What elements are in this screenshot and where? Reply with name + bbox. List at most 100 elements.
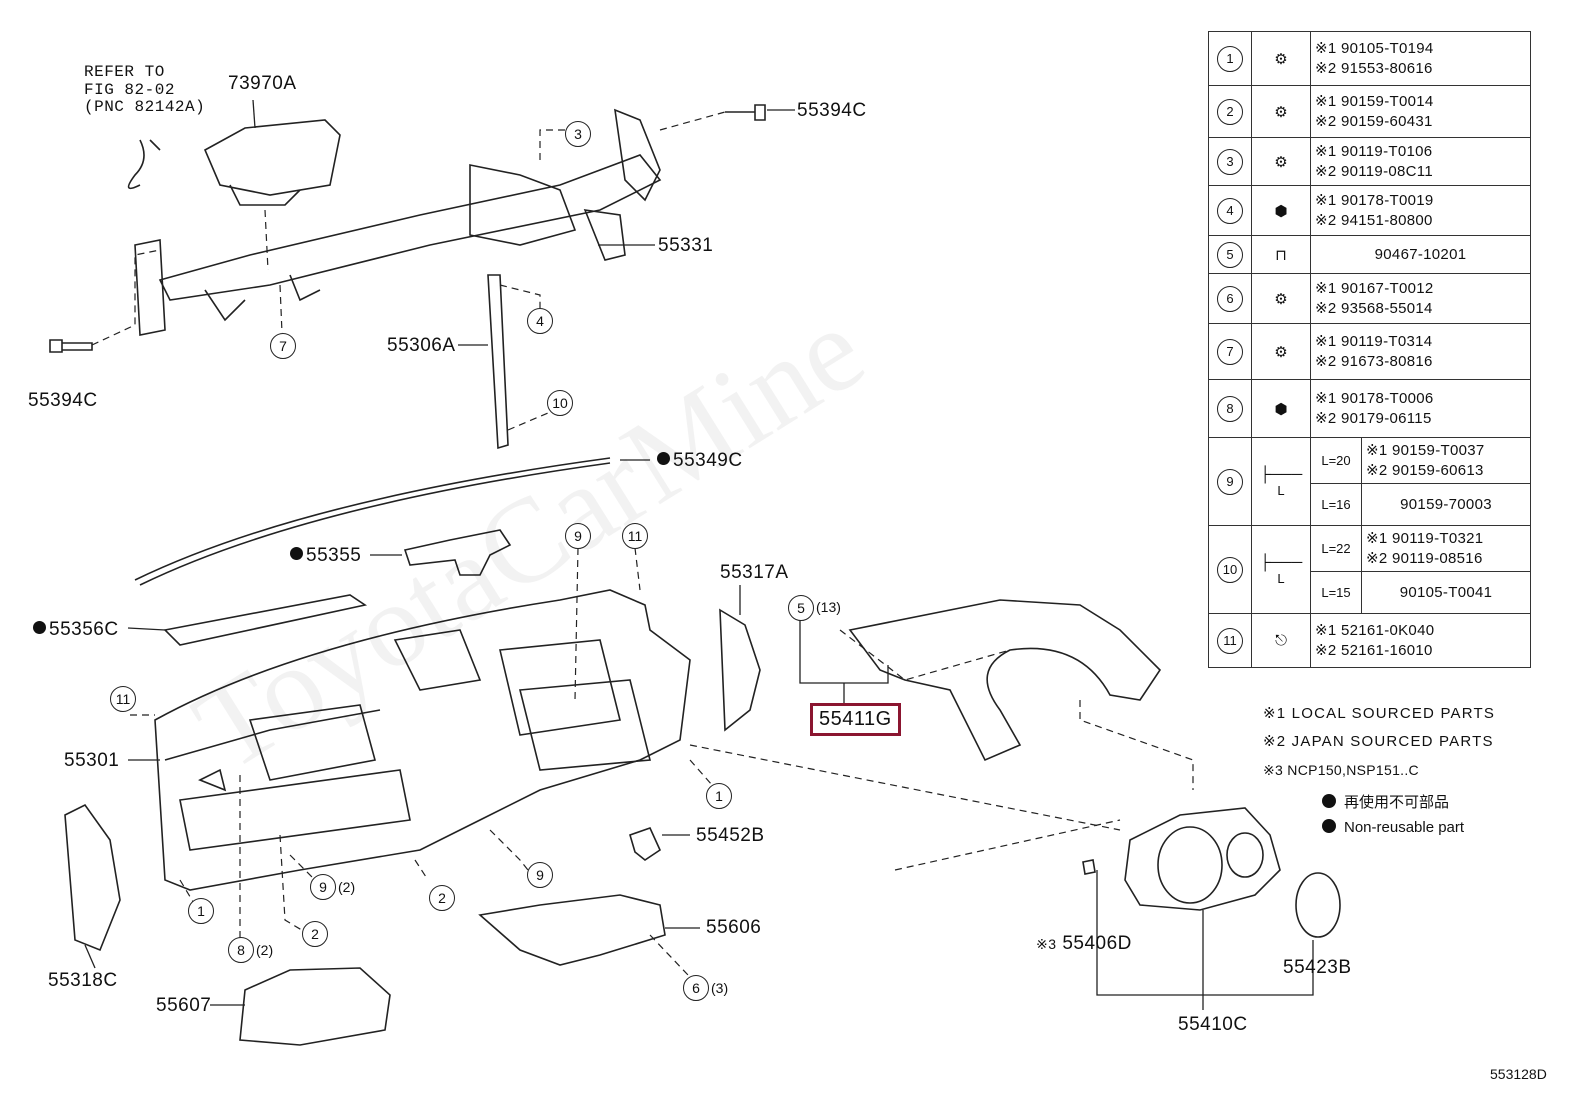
part-number-japan[interactable]: ※2 91553-80616 (1315, 59, 1433, 77)
part-number-japan[interactable]: ※2 90119-08516 (1366, 549, 1483, 567)
instrument-panel-55301-drawing (154, 589, 691, 891)
part-55423b[interactable]: 55423B (1283, 957, 1352, 978)
part-number-japan[interactable]: ※2 90179-06115 (1315, 409, 1432, 427)
part-number[interactable]: 90105-T0041 (1399, 583, 1493, 601)
part-number-japan[interactable]: ※2 90119-08C11 (1315, 162, 1433, 180)
note-line: ※1 LOCAL SOURCED PARTS (1263, 705, 1496, 722)
callout-2-left[interactable]: 2 (302, 921, 328, 947)
row-number: 3 (1217, 148, 1243, 175)
callout-11-top[interactable]: 11 (622, 523, 648, 549)
part-73970a[interactable]: 73970A (228, 73, 297, 94)
part-number-local[interactable]: ※1 90178-T0006 (1315, 389, 1434, 407)
instrument-panel-reinforcement-drawing (134, 108, 662, 336)
clip-55452b-drawing (629, 827, 662, 861)
bolt-icon: ⚙ (1274, 290, 1288, 308)
lower-panel-55606-drawing (478, 894, 666, 966)
part-number-local[interactable]: ※1 90119-T0314 (1315, 332, 1433, 350)
callout-9-left[interactable]: 9 (310, 874, 336, 900)
part-55301[interactable]: 55301 (64, 750, 120, 771)
part-55411g-highlighted[interactable]: 55411G (810, 703, 901, 736)
callout-11-left[interactable]: 11 (110, 686, 136, 712)
refer-note: REFER TO FIG 82-02 (PNC 82142A) (84, 63, 206, 117)
table-row: 7 ⚙ ※1 90119-T0314※2 91673-80816 (1208, 323, 1531, 380)
row-number: 9 (1217, 468, 1243, 495)
part-55410c[interactable]: 55410C (1178, 1014, 1248, 1035)
part-number-japan[interactable]: ※2 94151-80800 (1315, 211, 1433, 229)
part-number-local[interactable]: ※1 90167-T0012 (1315, 279, 1434, 297)
strip-55356c-drawing (163, 594, 368, 646)
callout-9-bottom[interactable]: 9 (527, 862, 553, 888)
part-number[interactable]: 90159-70003 (1400, 495, 1492, 513)
length-value: L=22 (1310, 525, 1362, 572)
table-row: 8 ⬢ ※1 90178-T0006※2 90179-06115 (1208, 379, 1531, 438)
part-number-japan[interactable]: ※2 91673-80816 (1315, 352, 1433, 370)
figure-number: 553128D (1490, 1066, 1547, 1082)
part-55306a[interactable]: 55306A (387, 335, 456, 356)
table-row: 1 ⚙ ※1 90105-T0194※2 91553-80616 (1208, 31, 1531, 86)
part-number[interactable]: 90467-10201 (1374, 245, 1467, 263)
legend-item: Non-reusable part (1322, 815, 1464, 840)
part-number-local[interactable]: ※1 90178-T0019 (1315, 191, 1434, 209)
wire-harness-drawing (127, 139, 161, 190)
table-row: 2 ⚙ ※1 90159-T0014※2 90159-60431 (1208, 85, 1531, 138)
row-number: 4 (1217, 197, 1243, 224)
combination-meter-drawing (1124, 807, 1281, 911)
part-55452b[interactable]: 55452B (696, 825, 765, 846)
side-panel-55317a-drawing (719, 608, 761, 732)
part-number-japan[interactable]: ※2 90159-60431 (1315, 112, 1433, 130)
callout-8[interactable]: 8 (228, 937, 254, 963)
length-value: L=20 (1310, 437, 1362, 484)
callout-2-mid[interactable]: 2 (429, 885, 455, 911)
length-dimension: L (1277, 570, 1285, 586)
part-55356c[interactable]: 55356C (33, 620, 119, 639)
part-number-local[interactable]: ※1 90159-T0014 (1315, 92, 1434, 110)
part-55318c[interactable]: 55318C (48, 970, 118, 991)
sensor-icon: ⎋ (1275, 632, 1287, 649)
table-row: 3 ⚙ ※1 90119-T0106※2 90119-08C11 (1208, 137, 1531, 186)
non-reusable-dot-icon (1322, 819, 1336, 834)
part-number-local[interactable]: ※1 52161-0K040 (1315, 621, 1435, 639)
callout-4[interactable]: 4 (527, 308, 553, 334)
table-row: L=15 90105-T0041 (1209, 571, 1531, 614)
part-55606[interactable]: 55606 (706, 917, 762, 938)
row-number: 10 (1217, 556, 1243, 583)
part-55349c[interactable]: 55349C (657, 451, 743, 470)
part-55355[interactable]: 55355 (290, 546, 361, 565)
nut-icon: ⬢ (1274, 400, 1288, 418)
non-reusable-dot-icon (290, 547, 303, 561)
length-dimension: L (1277, 482, 1285, 498)
part-number-japan[interactable]: ※2 90159-60613 (1366, 461, 1484, 479)
callout-1-right[interactable]: 1 (706, 783, 732, 809)
seal-55349c-drawing (134, 457, 611, 586)
meter-ring-55423b-drawing (1295, 872, 1341, 938)
callout-1-left[interactable]: 1 (188, 898, 214, 924)
part-number-japan[interactable]: ※2 52161-16010 (1315, 641, 1433, 659)
part-55607[interactable]: 55607 (156, 995, 212, 1016)
part-number-local[interactable]: ※1 90105-T0194 (1315, 39, 1434, 57)
callout-9-left-qty: (2) (338, 879, 356, 895)
part-55406d[interactable]: ※3 55406D (1036, 933, 1132, 954)
part-number-japan[interactable]: ※2 93568-55014 (1315, 299, 1433, 317)
callout-10[interactable]: 10 (547, 390, 573, 416)
callout-7[interactable]: 7 (270, 333, 296, 359)
part-55317a[interactable]: 55317A (720, 562, 789, 583)
part-55331[interactable]: 55331 (658, 235, 714, 256)
side-cover-55318c-drawing (64, 803, 121, 952)
part-55394c-left[interactable]: 55394C (28, 390, 98, 411)
part-number-local[interactable]: ※1 90119-T0321 (1366, 529, 1484, 547)
legend-item: 再使用不可部品 (1322, 790, 1464, 815)
row-number: 11 (1217, 627, 1243, 654)
bolt-icon: ⚙ (1274, 50, 1288, 68)
length-value: L=16 (1310, 483, 1362, 526)
part-number-local[interactable]: ※1 90119-T0106 (1315, 142, 1433, 160)
part-number-local[interactable]: ※1 90159-T0037 (1366, 441, 1485, 459)
callout-6[interactable]: 6 (683, 975, 709, 1001)
long-bolt-icon: ├─── (1259, 465, 1303, 483)
cluster-finish-panel-drawing (848, 599, 1162, 762)
part-55394c-top[interactable]: 55394C (797, 100, 867, 121)
callout-9-top[interactable]: 9 (565, 523, 591, 549)
non-reusable-dot-icon (33, 621, 46, 635)
callout-6-qty: (3) (711, 980, 729, 996)
callout-5[interactable]: 5 (788, 595, 814, 621)
callout-3[interactable]: 3 (565, 121, 591, 147)
